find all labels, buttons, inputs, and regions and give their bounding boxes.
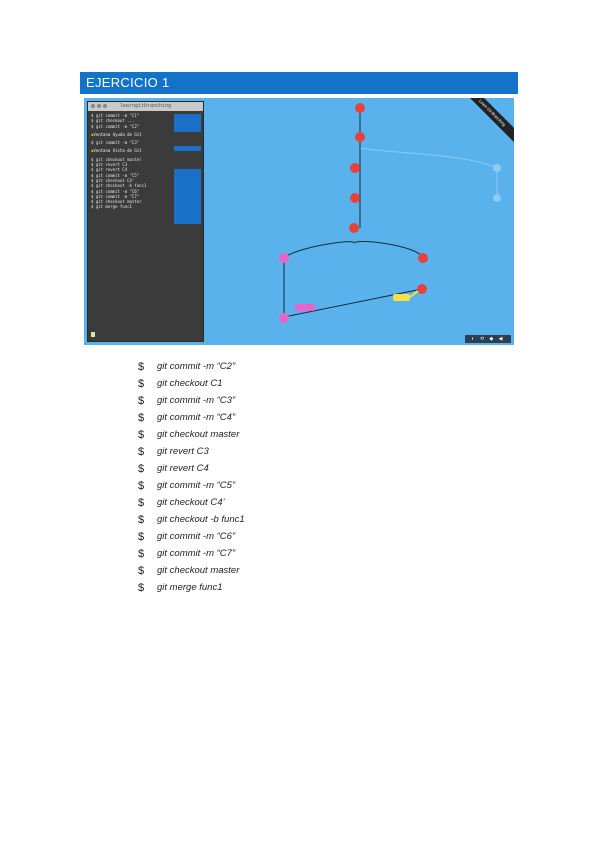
command-item: $ git commit -m “C3” (138, 392, 458, 409)
terminal-highlight (174, 169, 201, 224)
prompt-symbol: $ (138, 496, 145, 509)
command-text: git commit -m “C3” (157, 395, 236, 406)
command-text: git checkout master (157, 429, 240, 440)
command-item: $ git commit -m “C4” (138, 409, 458, 426)
command-text: git revert C3 (157, 446, 209, 457)
prompt-symbol: $ (138, 479, 145, 492)
prompt-symbol: $ (138, 360, 145, 373)
terminal-line: $ git commit -m "C6" (91, 188, 140, 194)
command-text: git merge func1 (157, 582, 223, 593)
terminal-hint: Ventana Ayuda de Git (91, 132, 173, 137)
command-item: $ git commit -m “C7” (138, 545, 458, 562)
command-item: $ git revert C4 (138, 460, 458, 477)
terminal-line: $ git checkout C4' (91, 177, 135, 183)
section-heading: EJERCICIO 1 (80, 72, 518, 94)
command-list: $ git commit -m “C2” $ git checkout C1 $ gi… (138, 358, 458, 596)
command-item: $ git checkout -b func1 (138, 511, 458, 528)
terminal-line: $ git commit -m "C2" (91, 123, 140, 129)
command-item: $ git revert C3 (138, 443, 458, 460)
terminal-title: learngitbranching (119, 103, 172, 109)
command-text: git revert C4 (157, 463, 209, 474)
prompt-symbol: $ (138, 411, 145, 424)
prompt-symbol: $ (138, 547, 145, 560)
prompt-symbol: $ (138, 581, 145, 594)
command-item: $ git commit -m “C6” (138, 528, 458, 545)
terminal-line: $ git revert C3 (91, 162, 128, 168)
prompt-symbol: $ (138, 462, 145, 475)
terminal-line: $ git revert C4 (91, 167, 128, 173)
terminal-highlight (174, 114, 201, 132)
command-text: git checkout C1 (157, 378, 223, 389)
terminal-line: $ git checkout ... (91, 118, 135, 124)
terminal-line: $ git commit -m "C1" (91, 113, 140, 118)
prompt-symbol: $ (138, 428, 145, 441)
prompt-symbol: $ (138, 445, 145, 458)
command-text: git checkout -b func1 (157, 514, 245, 525)
prompt-symbol: $ (138, 564, 145, 577)
prompt-symbol: $ (138, 394, 145, 407)
command-text: git commit -m “C4” (157, 412, 236, 423)
command-text: git commit -m “C7” (157, 548, 236, 559)
terminal-line: $ git commit -m "C7" (91, 193, 140, 199)
learngitbranching-screenshot: learngitbranching $ git commit -m "C1" $… (84, 98, 514, 345)
command-item: $ git checkout C4’ (138, 494, 458, 511)
command-text: git commit -m “C6” (157, 531, 236, 542)
terminal-line: $ git commit -m "C3" (91, 140, 140, 146)
prompt-symbol: $ (138, 513, 145, 526)
command-item: $ git commit -m “C2” (138, 358, 458, 375)
terminal-line: $ git checkout master (91, 199, 142, 205)
terminal-line: $ git commit -m "C5" (91, 172, 140, 178)
command-item: $ git checkout master (138, 426, 458, 443)
command-text: git checkout C4’ (157, 497, 225, 508)
command-text: git commit -m “C5” (157, 480, 236, 491)
terminal-line: $ git checkout master (91, 156, 142, 162)
terminal-output: $ git commit -m "C1" $ git checkout ... … (88, 111, 203, 212)
commit-graph (279, 103, 501, 323)
command-item: $ git checkout master (138, 562, 458, 579)
command-item: $ git merge func1 (138, 579, 458, 596)
command-text: git commit -m “C2” (157, 361, 236, 372)
command-item: $ git commit -m “C5” (138, 477, 458, 494)
terminal-cursor[interactable] (91, 332, 95, 337)
command-text: git checkout master (157, 565, 240, 576)
prompt-symbol: $ (138, 530, 145, 543)
prompt-symbol: $ (138, 377, 145, 390)
terminal-titlebar: learngitbranching (88, 102, 203, 111)
terminal-hint: Ventana Vista de Git (91, 148, 173, 153)
terminal-window: learngitbranching $ git commit -m "C1" $… (87, 101, 204, 342)
terminal-line: $ git checkout -b func1 (91, 183, 147, 189)
command-item: $ git checkout C1 (138, 375, 458, 392)
terminal-highlight (174, 146, 201, 151)
terminal-line: $ git merge func1 (91, 204, 132, 210)
view-controls[interactable]: ◐ ⟲ ◆ ◀ (465, 335, 511, 343)
